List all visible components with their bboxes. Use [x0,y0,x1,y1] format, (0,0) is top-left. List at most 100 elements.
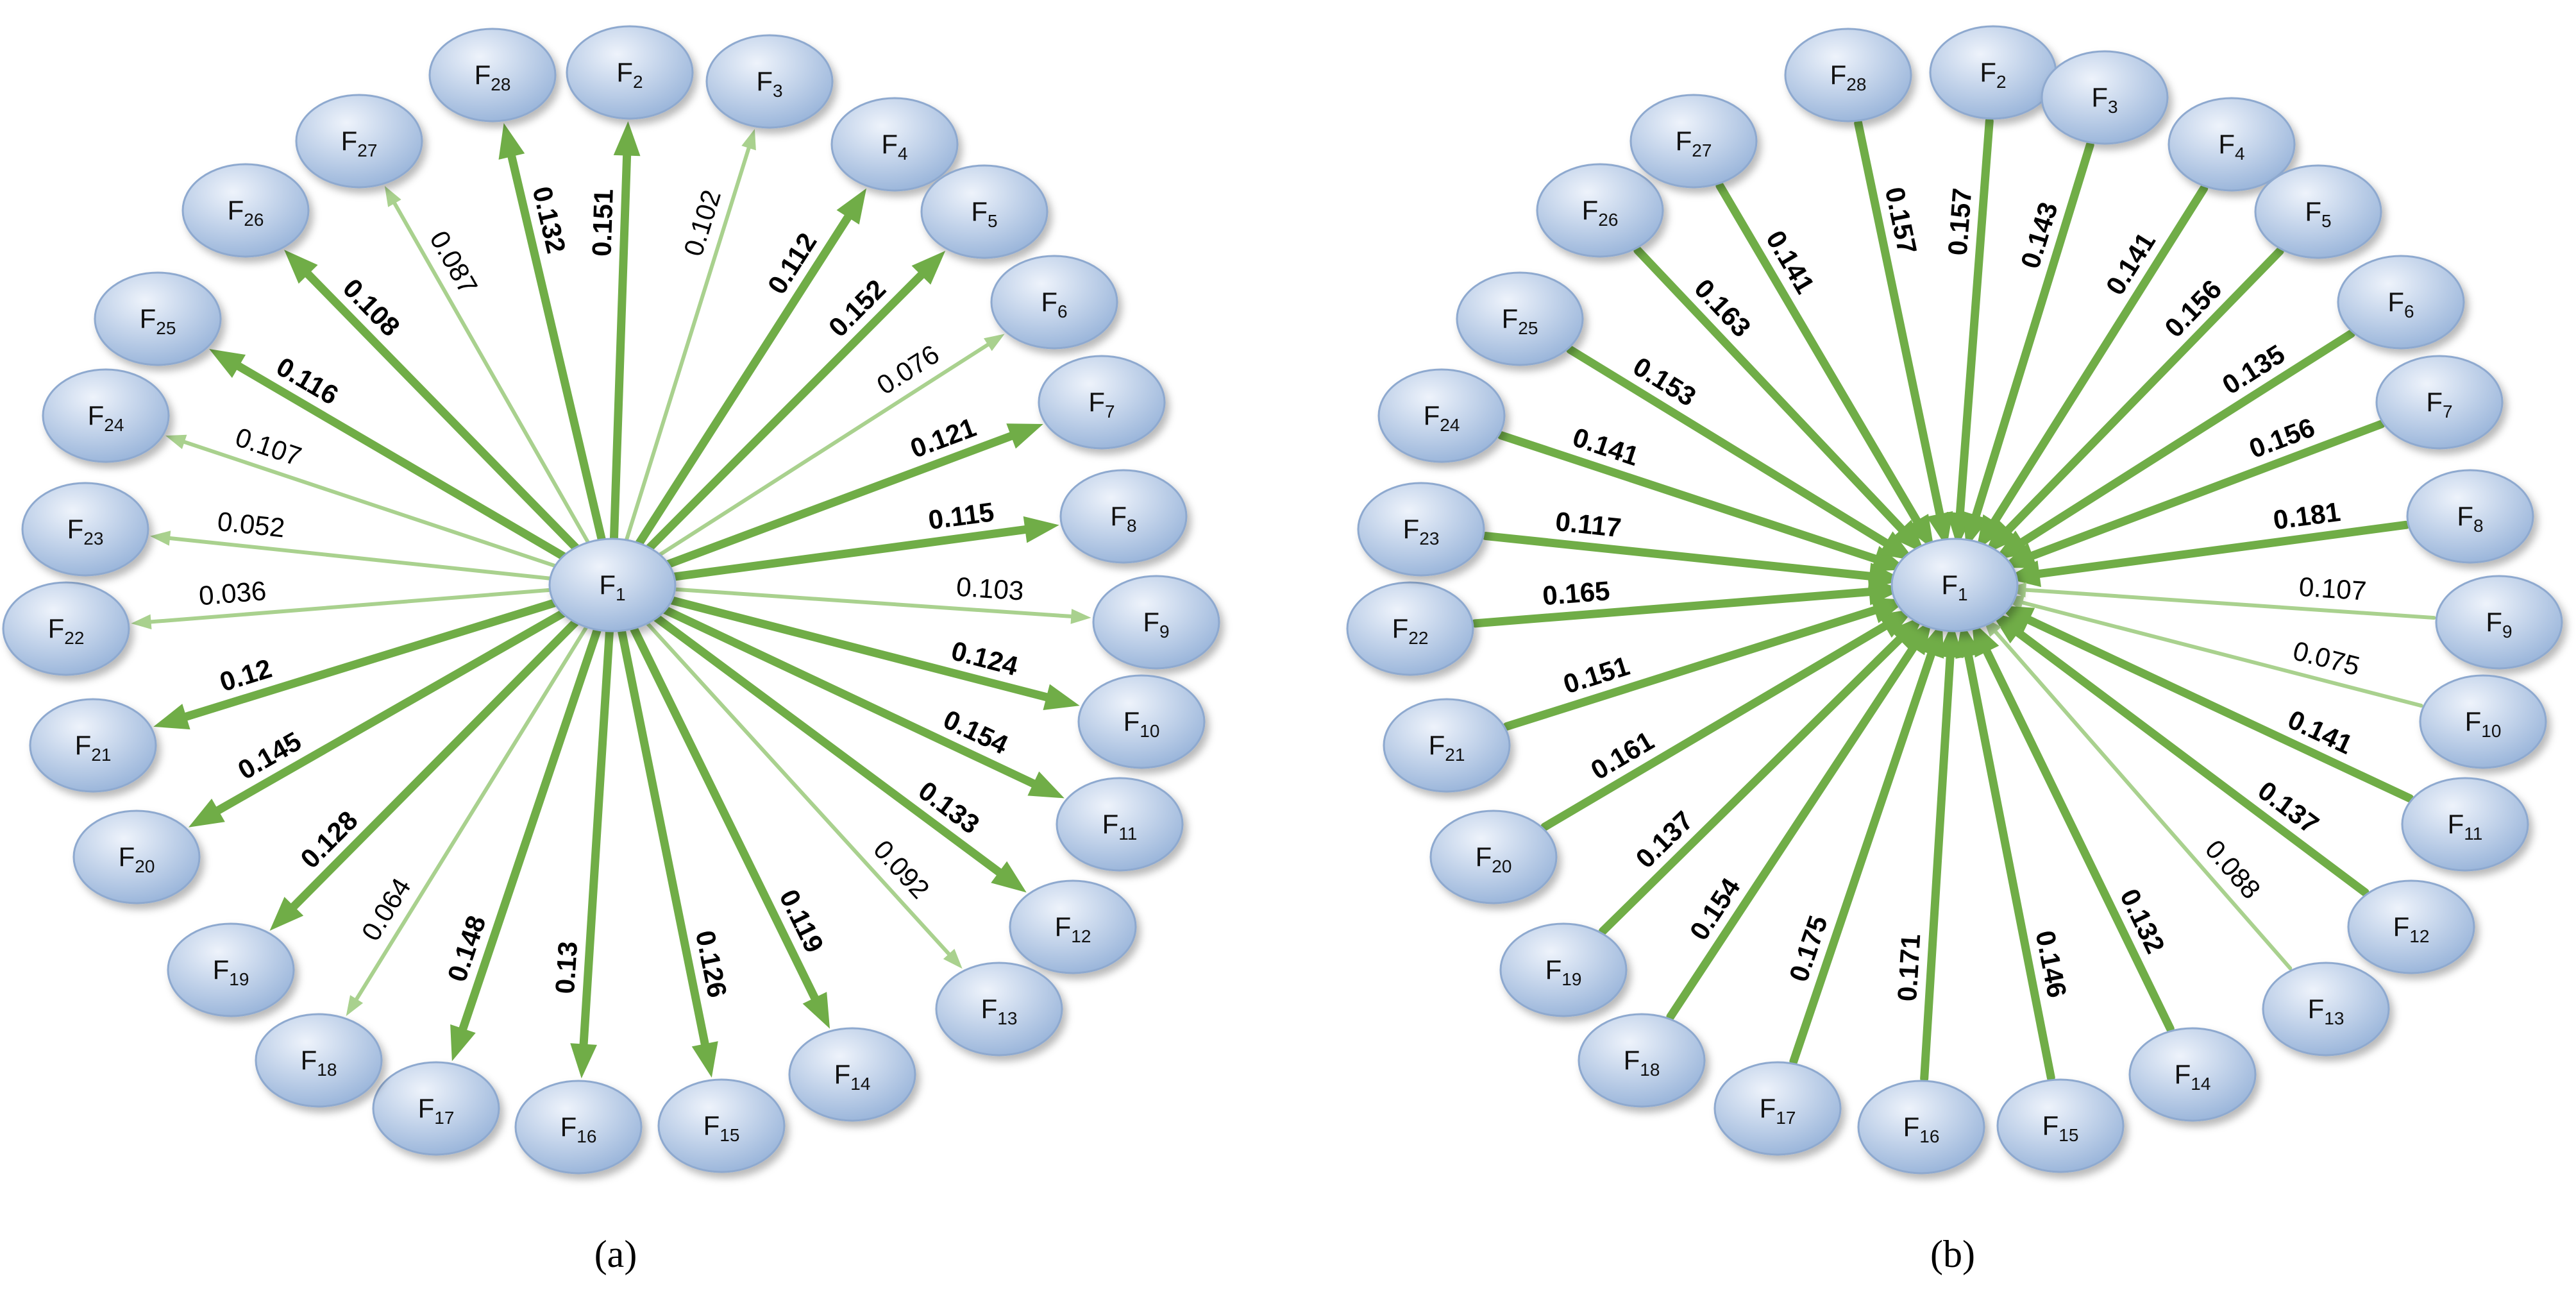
panel-a-node-f26: F26 [181,163,310,258]
panel-a-edge-f23-head [149,530,171,546]
panel-a-edge-f20 [188,604,577,827]
panel-a-edge-f3-shaft [621,146,751,550]
panel-a-edge-f8 [659,516,1059,582]
panel-b-node-shape-f21 [1383,698,1511,793]
panel-a-edge-f10-shaft [657,593,1051,702]
panel-a-edge-f21 [153,595,569,730]
panel-a-edge-f22 [131,587,564,630]
panel-b-node-label-f2: F2 [1980,57,2006,92]
panel-b-node-shape-f3 [2041,50,2169,145]
panel-a-edge-f2-head [613,121,641,157]
panel-b-edge-f27-head [1905,514,1935,550]
panel-a-edge-f22-head [131,614,152,630]
panel-a-edge-f5 [638,251,946,559]
panel-b-node-shape-f16 [1857,1080,1985,1175]
panel-b-node-label-f17: F17 [1760,1093,1796,1128]
panel-a-edge-f20-head [188,799,225,827]
panel-a-edge-label-f18: 0.064 [355,872,416,946]
panel-b-edge-f12-shaft [2014,628,2370,897]
panel-a-edge-f12 [644,607,1027,893]
panel-b-edge-label-f8: 0.181 [2271,496,2342,535]
panel-a-node-f11: F11 [1056,777,1184,872]
panel-a-edge-f10-head [1043,684,1080,710]
panel-a-node-shape-f14 [788,1027,916,1122]
panel-a-edge-label-f19: 0.128 [294,805,363,874]
panel-a-node-shape-f23 [21,482,149,577]
panel-b-node-label-f13: F13 [2308,994,2344,1028]
panel-b-node-f2: F2 [1929,25,2057,120]
panel-a-edge-label-f5: 0.152 [823,273,891,343]
panel-a-node-label-f4: F4 [881,129,907,164]
panel-b-edge-f13-shaft [1994,630,2293,971]
panel-b-edge-f20 [1540,608,1915,831]
panel-b-node-label-f15: F15 [2042,1110,2079,1145]
panel-b-node-label-f12: F12 [2393,912,2430,946]
panel-a-edge-label-f9: 0.103 [955,572,1025,606]
panel-b-node-f13: F13 [2262,962,2390,1057]
panel-b-node-shape-f6 [2337,255,2465,350]
panel-a-edge-f4 [630,188,867,556]
panel-b-edge-f12-head [1991,612,2026,643]
panel-b-node-f16: F16 [1857,1080,1985,1175]
panel-a-node-shape-f7 [1038,355,1166,450]
panel-a-node-f17: F17 [372,1061,500,1156]
panel-a-node-label-f16: F16 [560,1112,597,1146]
panel-a-node-label-f14: F14 [834,1059,871,1094]
panel-a-edge-f17 [450,617,605,1062]
panel-b-node-label-f14: F14 [2175,1059,2211,1094]
panel-b-node-label-f19: F19 [1545,955,1582,989]
panel-b-node-f25: F25 [1456,271,1584,366]
panel-b-edge-f19 [1599,615,1924,935]
panel-b-node-shape-f5 [2254,164,2382,259]
panel-a-edge-f15-shaft [616,618,709,1048]
panel-b-node-label-f10: F10 [2465,706,2502,741]
panel-a-node-f21: F21 [29,698,157,793]
panel-b-node-f17: F17 [1713,1061,1842,1156]
panel-b-node-f5: F5 [2254,164,2382,259]
panel-a-edge-label-f26: 0.108 [337,273,406,342]
panel-b-node-label-f7: F7 [2426,387,2452,421]
panel-b-edge-f9 [2006,582,2436,620]
panel-b-node-f23: F23 [1357,482,1485,577]
panel-a-edge-f9-head [1070,609,1091,624]
panel-a-node-label-f19: F19 [213,955,249,989]
panel-b-node-shape-f4 [2168,97,2296,192]
panel-a-edge-f19-head [269,897,304,931]
panel-b-edge-f23-shaft [1481,532,1874,581]
panel-b-node-f8: F8 [2406,469,2534,564]
panel-a-edge-f9 [662,586,1091,624]
panel-a-edge-f4-shaft [630,213,852,556]
panel-b-edge-f16-head [1937,622,1964,658]
panel-b-edge-f5-shaft [2004,247,2284,534]
panel-b-nodes: F2F3F4F5F6F7F8F9F10F11F12F13F14F15F16F17… [1346,25,2563,1175]
panel-b-node-shape-f27 [1629,94,1758,189]
panel-b-node-shape-f17 [1713,1061,1842,1156]
panel-a-edge-f12-shaft [644,607,1004,876]
panel-a-edge-f14-shaft [625,616,819,1002]
panel-b-node-f27: F27 [1629,94,1758,189]
panel-a-edge-f13-head [943,949,963,969]
panel-b-node-shape-f20 [1429,810,1558,904]
panel-a-node-label-f13: F13 [981,994,1018,1028]
panel-b-edge-f19-shaft [1599,635,1904,935]
panel-a-edge-f27-shaft [392,201,594,552]
panel-b-edge-f19-head [1890,615,1924,649]
panel-b-edge-f25-shaft [1566,345,1890,547]
panel-a-node-label-f27: F27 [341,126,378,160]
panel-b-node-shape-f7 [2375,355,2504,450]
panel-b-node-label-f24: F24 [1424,400,1460,435]
panel-b-edge-f27 [1715,182,1935,550]
panel-a-node-shape-f11 [1056,777,1184,872]
panel-b-edge-f5-head [1984,520,2019,554]
panel-a-node-f13: F13 [935,962,1063,1057]
panel-b-edge-label-f14: 0.132 [2114,884,2171,958]
panel-a-edge-f24-shaft [182,439,568,572]
panel-a-edge-f9-shaft [662,586,1073,618]
panel-b-edge-f16-shaft [1920,652,1955,1083]
panel-b-node-label-f22: F22 [1392,613,1429,648]
panel-a-edge-f26-head [284,250,318,284]
panel-b-edge-label-f9: 0.107 [2298,572,2368,606]
panel-a-node-shape-f3 [705,34,834,129]
panel-b-node-label-f27: F27 [1676,126,1712,160]
